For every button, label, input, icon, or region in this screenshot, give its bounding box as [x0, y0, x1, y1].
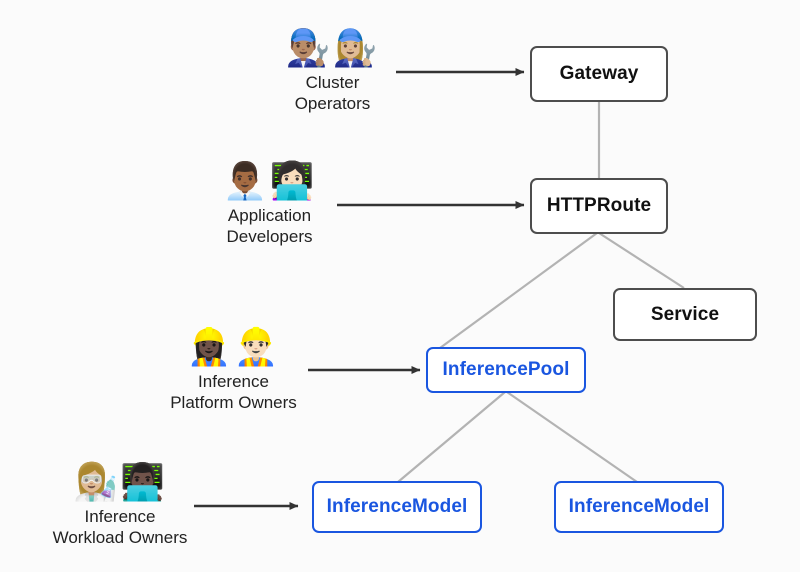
edge-inferencepool-inferencemodel-right: [506, 391, 638, 483]
inference-workload-owners-label-line2: Workload Owners: [52, 528, 188, 547]
inference-platform-owners-label-line2: Platform Owners: [170, 393, 297, 412]
node-inference-model-left-label: InferenceModel: [326, 496, 468, 517]
persona-arrows: [194, 68, 525, 510]
node-inference-model-right[interactable]: InferenceModel: [554, 481, 724, 533]
node-httproute-label: HTTPRoute: [546, 195, 652, 216]
node-service[interactable]: Service: [613, 288, 757, 341]
edge-httproute-service: [598, 232, 685, 289]
persona-inference-platform-owners: 👷🏿‍♀️👷🏻‍♂️ Inference Platform Owners: [160, 327, 307, 413]
inference-platform-owners-label-line1: Inference: [198, 372, 269, 391]
cluster-operators-label: Cluster Operators: [295, 72, 371, 114]
inference-platform-owners-icon: 👷🏿‍♀️👷🏻‍♂️: [186, 327, 281, 368]
persona-application-developers: 👨🏾‍💼👩🏻‍💻 Application Developers: [203, 161, 336, 247]
inference-workload-owners-icon: 👩🏼‍🔬👨🏿‍💻: [73, 462, 167, 503]
persona-inference-workload-owners: 👩🏼‍🔬👨🏿‍💻 Inference Workload Owners: [45, 462, 195, 548]
application-developers-label-line1: Application: [227, 206, 312, 225]
node-inference-pool-label: InferencePool: [442, 359, 570, 380]
node-service-label: Service: [650, 303, 720, 325]
inference-platform-owners-label: Inference Platform Owners: [170, 371, 297, 413]
inference-workload-owners-label: Inference Workload Owners: [53, 506, 188, 548]
cluster-operators-icon: 👨🏽‍🔧👩🏼‍🔧: [285, 28, 380, 69]
node-gateway-label: Gateway: [559, 63, 639, 84]
persona-cluster-operators: 👨🏽‍🔧👩🏼‍🔧 Cluster Operators: [265, 28, 400, 114]
node-gateway[interactable]: Gateway: [530, 46, 668, 102]
cluster-operators-label-line2: Operators: [294, 94, 371, 113]
application-developers-label: Application Developers: [227, 205, 313, 247]
inference-workload-owners-label-line1: Inference: [84, 507, 156, 526]
edge-httproute-inferencepool: [439, 232, 598, 349]
edge-inferencepool-inferencemodel-left: [397, 391, 506, 483]
application-developers-label-line2: Developers: [226, 227, 313, 246]
application-developers-icon: 👨🏾‍💼👩🏻‍💻: [222, 161, 317, 202]
node-inference-model-right-label: InferenceModel: [568, 496, 710, 517]
cluster-operators-label-line1: Cluster: [305, 73, 360, 92]
node-httproute[interactable]: HTTPRoute: [530, 178, 668, 234]
node-inference-model-left[interactable]: InferenceModel: [312, 481, 482, 533]
node-inference-pool[interactable]: InferencePool: [426, 347, 586, 393]
